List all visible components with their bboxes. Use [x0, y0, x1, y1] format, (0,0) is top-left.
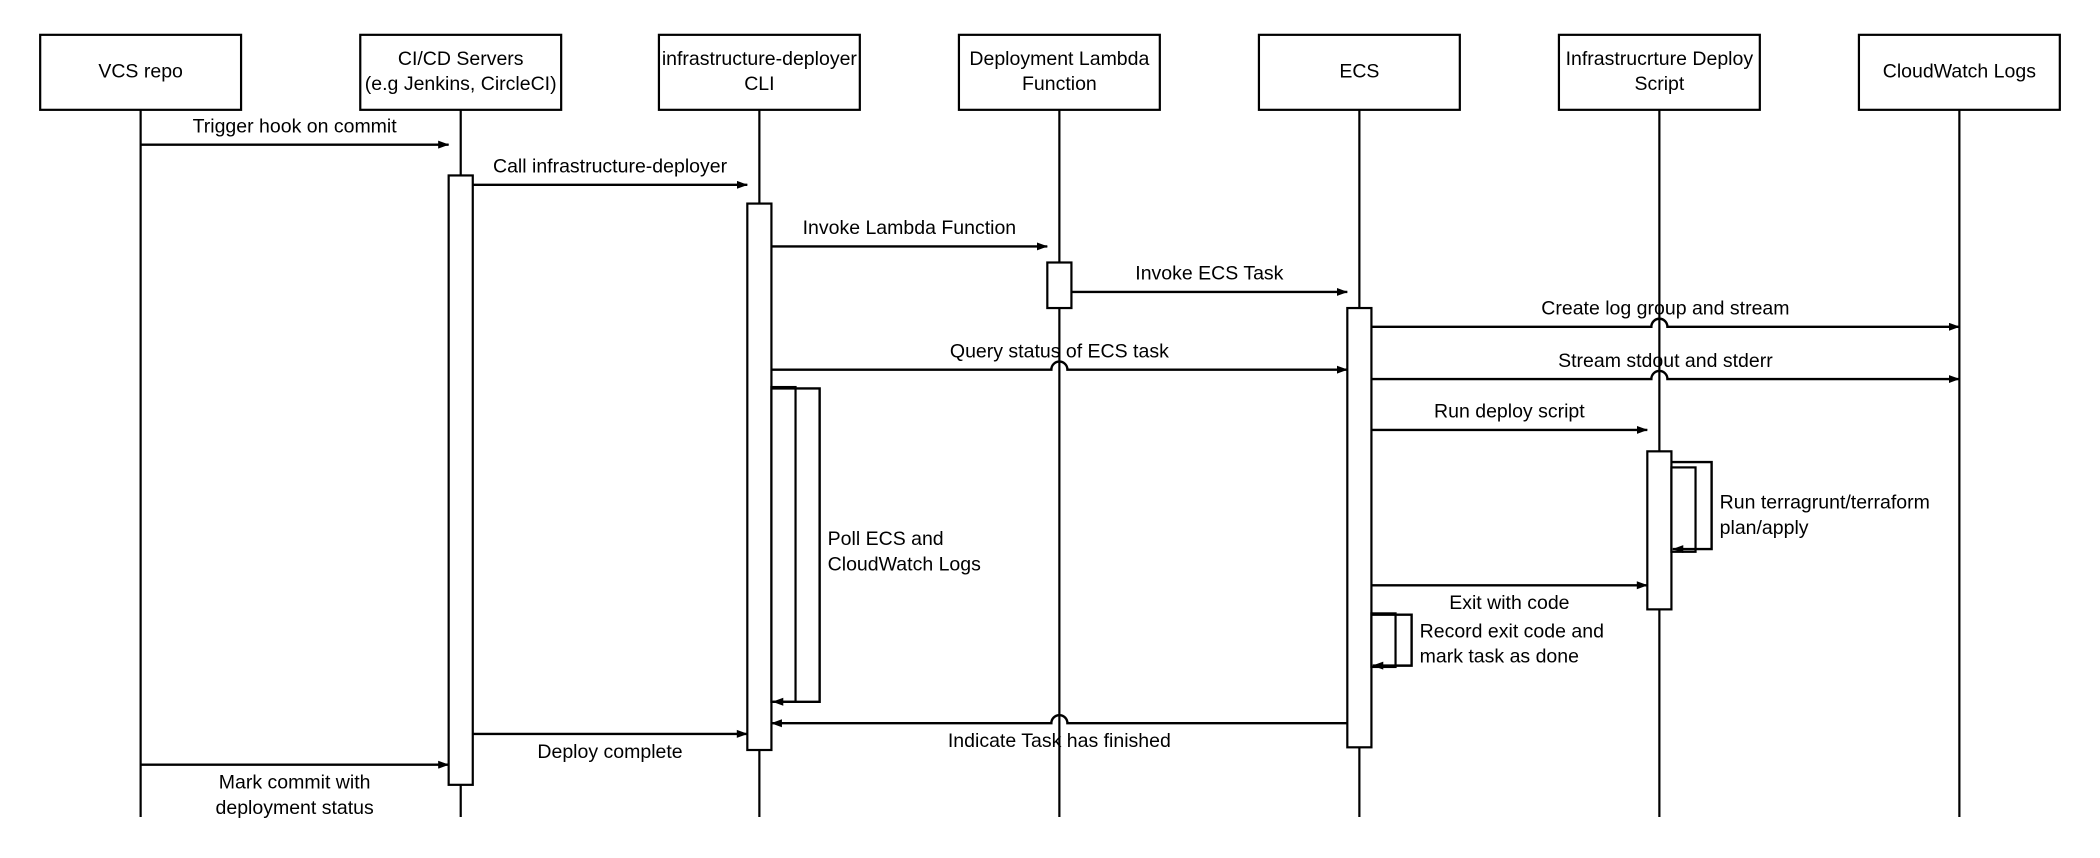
message-label: Exit with code	[1449, 592, 1569, 614]
message-label: Invoke Lambda Function	[803, 217, 1017, 239]
message-m2[interactable]: Call infrastructure-deployer	[472, 156, 748, 189]
message-label: Trigger hook on commit	[193, 115, 398, 137]
self-message-line	[1371, 613, 1413, 670]
participant-box[interactable]	[359, 33, 563, 111]
message-label: Record exit code and	[1420, 620, 1604, 642]
participant-box[interactable]	[39, 33, 243, 111]
message-m6[interactable]: Query status of ECS task	[771, 340, 1348, 374]
participant-ecs[interactable]: ECS	[1257, 33, 1461, 817]
participant-box[interactable]	[957, 33, 1161, 111]
self-message-line	[771, 387, 821, 706]
activation-bar-cli	[770, 385, 797, 703]
participant-box[interactable]	[657, 33, 861, 111]
participant-box[interactable]	[1557, 33, 1761, 111]
message-label: plan/apply	[1720, 517, 1809, 539]
activation-bar-script	[1646, 450, 1673, 611]
activation-bar-lambda	[1046, 261, 1073, 310]
message-m5[interactable]: Create log group and stream	[1371, 298, 1960, 331]
participant-vcs[interactable]: VCS repo	[39, 33, 243, 817]
participant-label: Infrastrucrture Deploy	[1566, 48, 1754, 70]
activation-bar-ecs	[1346, 306, 1373, 749]
message-label: mark task as done	[1420, 646, 1579, 668]
message-m12[interactable]: Record exit code and mark task as done	[1371, 613, 1604, 670]
message-m15[interactable]: Mark commit with deployment status	[140, 760, 450, 819]
message-m14[interactable]: Deploy complete	[472, 729, 748, 763]
participant-logs[interactable]: CloudWatch Logs	[1857, 33, 2061, 817]
message-label: Stream stdout and stderr	[1558, 350, 1773, 372]
activation-bar-cicd	[447, 174, 474, 786]
lifelines-layer: VCS repo CI/CD Servers (e.g Jenkins, Circl…	[39, 33, 2061, 817]
message-m9[interactable]: Run terragrunt/terraform plan/apply	[1671, 460, 1930, 554]
participant-label: CLI	[744, 73, 774, 95]
message-m13[interactable]: Indicate Task has finished	[770, 714, 1348, 752]
message-label: Mark commit with	[219, 772, 371, 794]
message-arrow	[770, 714, 1348, 728]
participant-label: infrastructure-deployer	[662, 48, 858, 70]
participant-label: VCS repo	[98, 60, 183, 82]
activation-bar-cli	[746, 202, 773, 752]
message-label: Invoke ECS Task	[1135, 263, 1283, 285]
participant-label: ECS	[1339, 60, 1379, 82]
message-m7[interactable]: Stream stdout and stderr	[1371, 350, 1960, 384]
activation-bar-script	[1670, 466, 1697, 553]
message-arrow	[1371, 317, 1960, 331]
message-m4[interactable]: Invoke ECS Task	[1071, 263, 1348, 296]
message-label: Create log group and stream	[1541, 298, 1789, 320]
message-arrow	[771, 360, 1348, 374]
participant-label: Deployment Lambda	[969, 48, 1149, 70]
participant-label: Function	[1022, 73, 1097, 95]
message-label: Run terragrunt/terraform	[1720, 492, 1930, 514]
message-label: Deploy complete	[537, 741, 682, 763]
message-arrow	[1371, 369, 1960, 384]
message-label: Query status of ECS task	[950, 340, 1169, 362]
participant-label: CloudWatch Logs	[1883, 60, 2036, 82]
activations-layer	[447, 174, 1697, 786]
message-label: CloudWatch Logs	[828, 553, 981, 575]
message-m8[interactable]: Run deploy script	[1371, 401, 1648, 434]
participant-box[interactable]	[1257, 33, 1461, 111]
activation-bar-ecs	[1370, 612, 1397, 669]
self-message-line	[1671, 460, 1713, 554]
message-m11[interactable]: Exit with code	[1371, 581, 1648, 614]
participant-label: (e.g Jenkins, CircleCI)	[365, 73, 557, 95]
message-m1[interactable]: Trigger hook on commit	[140, 115, 450, 149]
participant-label: Script	[1634, 73, 1684, 95]
message-label: Run deploy script	[1434, 401, 1585, 423]
message-m3[interactable]: Invoke Lambda Function	[771, 217, 1048, 251]
participant-label: CI/CD Servers	[398, 48, 524, 70]
message-label: Call infrastructure-deployer	[493, 156, 728, 178]
message-label: Indicate Task has finished	[948, 730, 1171, 752]
message-label: Poll ECS and	[828, 528, 944, 550]
message-label: deployment status	[216, 797, 375, 819]
